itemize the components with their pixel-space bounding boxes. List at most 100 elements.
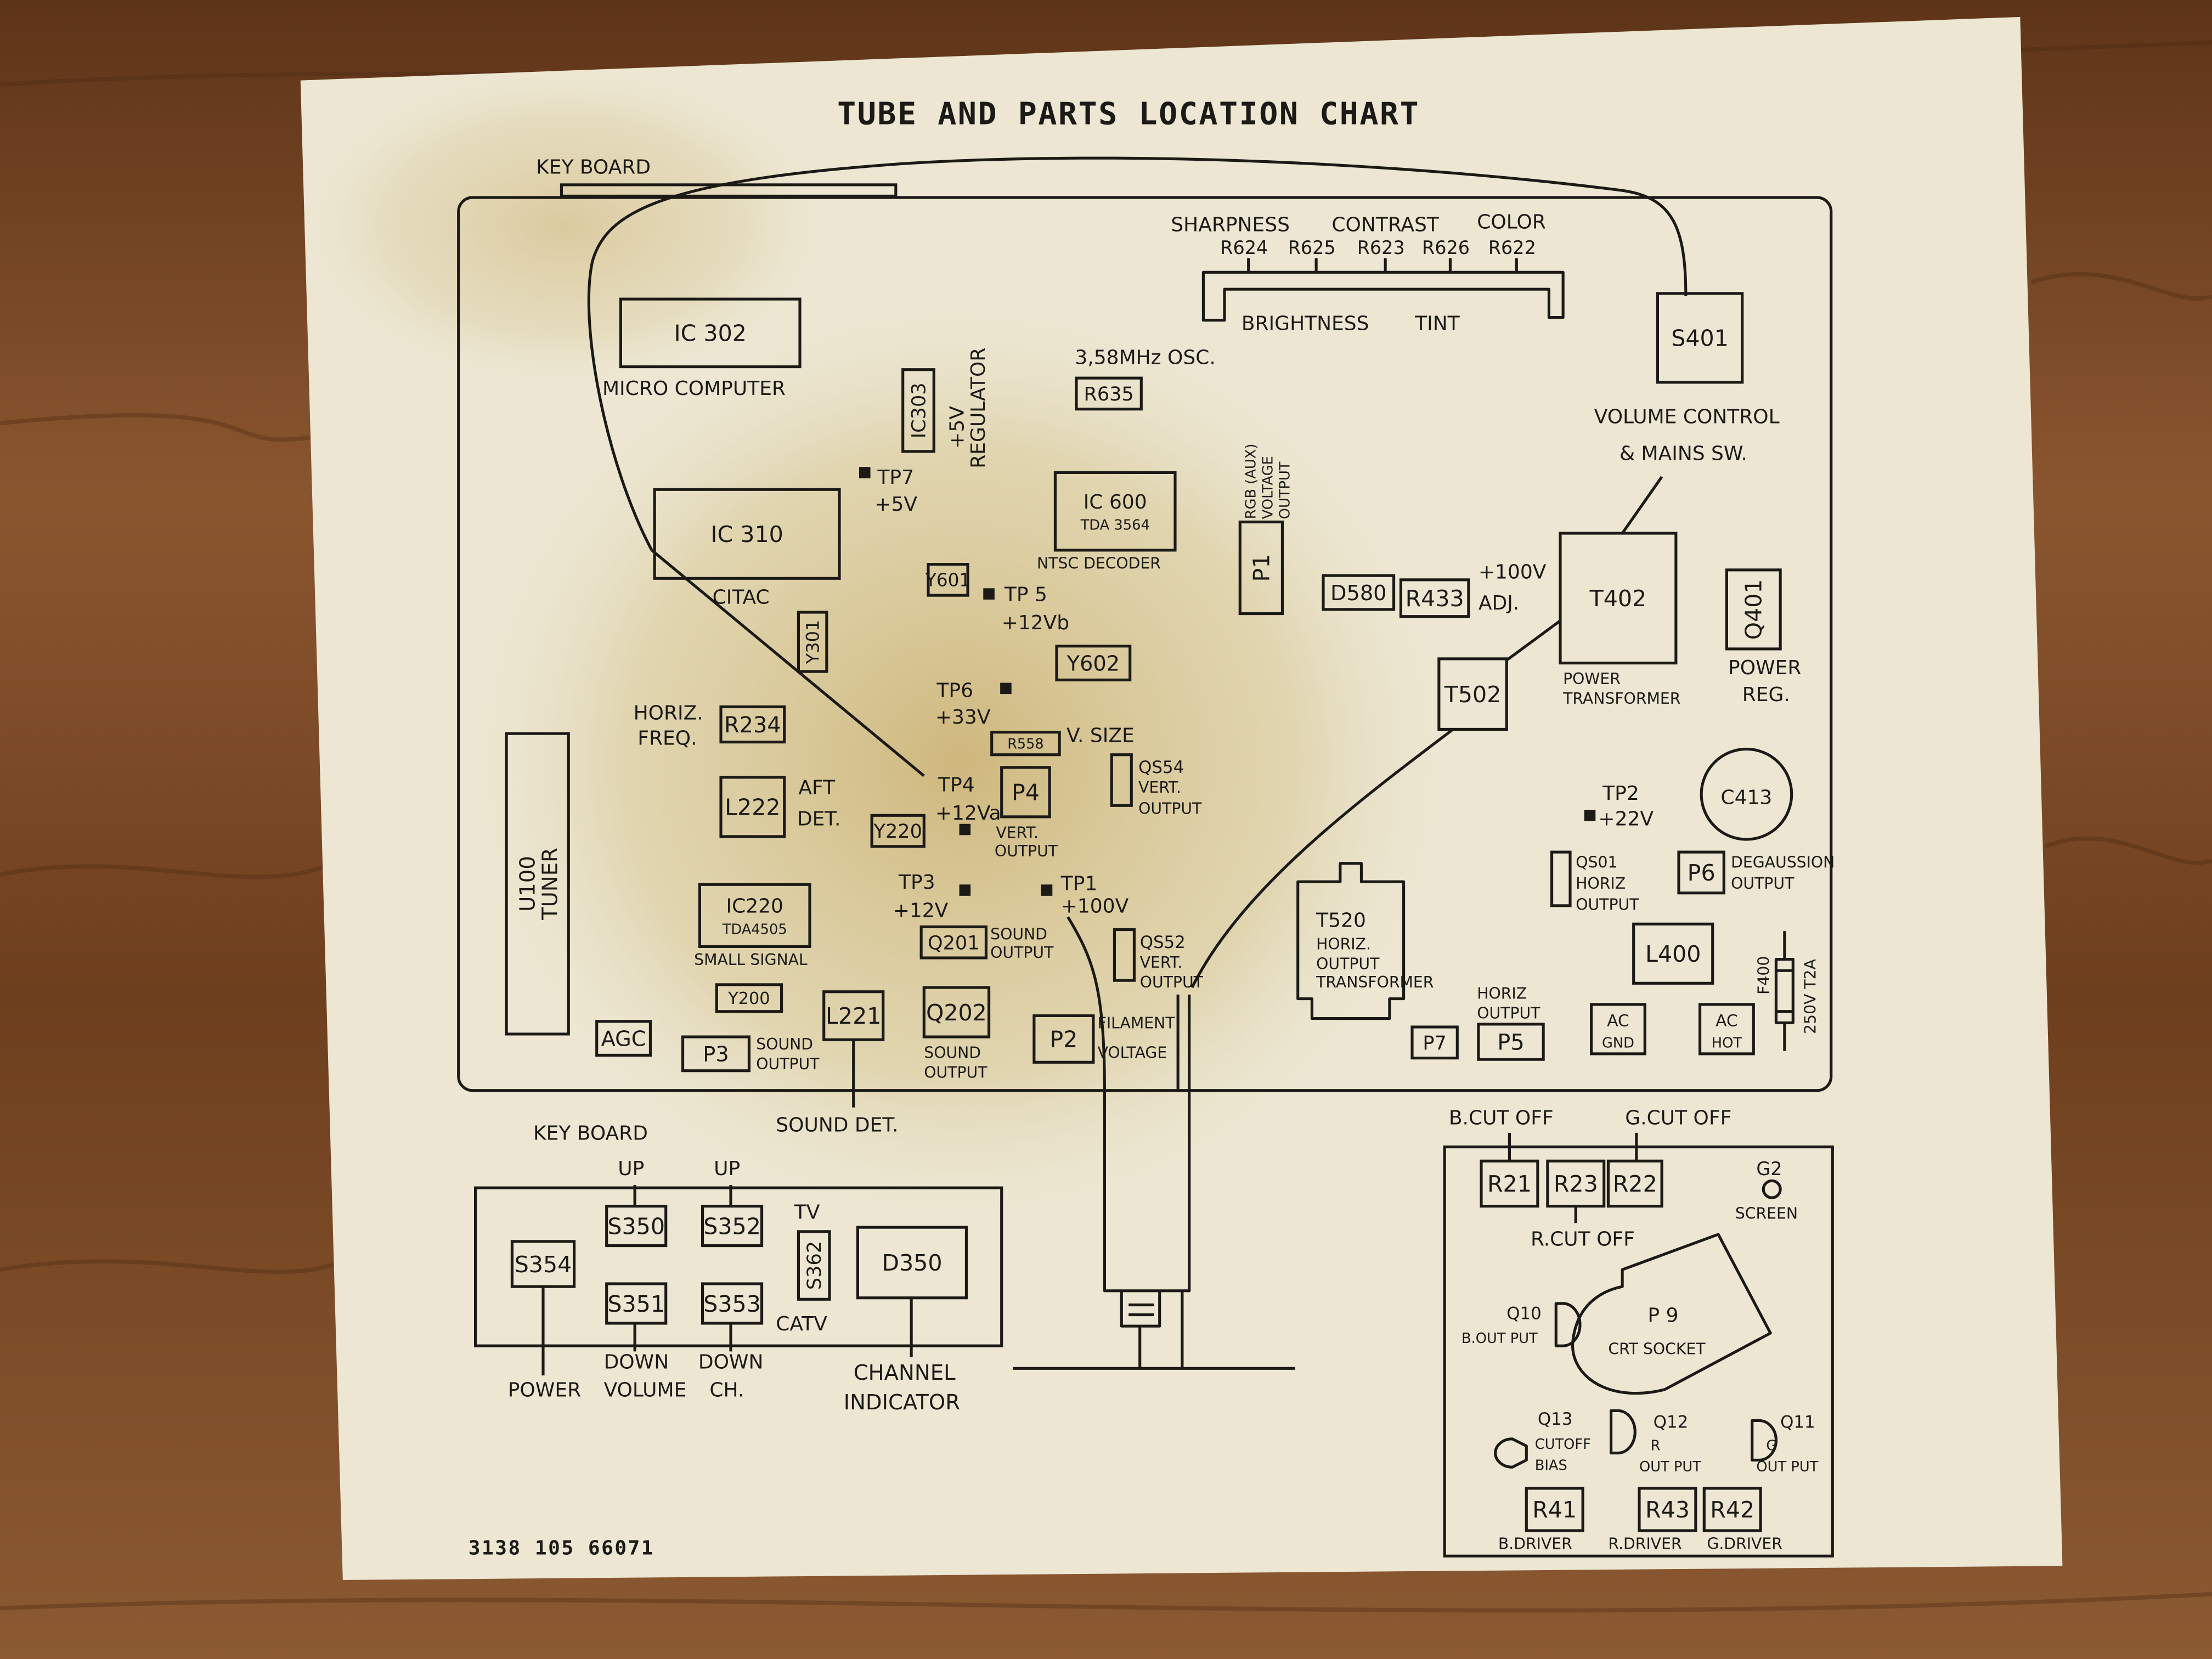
crt-neck bbox=[1013, 994, 1295, 1370]
ic220-component-box bbox=[698, 883, 811, 948]
p2-label: P2 bbox=[1049, 1026, 1077, 1053]
s401-desc-0-label: VOLUME CONTROL bbox=[1594, 405, 1780, 428]
f400-fuse bbox=[1774, 931, 1795, 1051]
y602-label: Y602 bbox=[1066, 651, 1120, 676]
s352-component-box bbox=[701, 1205, 764, 1248]
ic220-label: IC220 bbox=[726, 895, 783, 918]
t402-component-box bbox=[1559, 532, 1678, 665]
q11-desc-0-label: G bbox=[1766, 1437, 1777, 1454]
crt-neck-left bbox=[1066, 916, 1106, 1093]
s354-component-box bbox=[510, 1240, 576, 1288]
q10-desc-label: B.OUT PUT bbox=[1462, 1330, 1538, 1347]
qs01-component bbox=[1550, 850, 1572, 907]
s401-leader bbox=[1621, 476, 1663, 534]
crt-socket-label: CRT SOCKET bbox=[1608, 1340, 1706, 1358]
p2-component-box bbox=[1032, 1014, 1095, 1064]
down-ch-0-label: DOWN bbox=[698, 1351, 764, 1373]
y200-label: Y200 bbox=[727, 989, 770, 1008]
p4-component-box bbox=[1000, 766, 1051, 819]
ic303-component-box bbox=[901, 368, 935, 453]
q401-label: Q401 bbox=[1741, 579, 1767, 640]
adj-1-label: ADJ. bbox=[1479, 592, 1519, 614]
d580-component-box bbox=[1322, 574, 1396, 611]
small-signal-label: SMALL SIGNAL bbox=[694, 951, 808, 969]
p9-label: P 9 bbox=[1647, 1304, 1678, 1327]
qs01-desc-0-label: HORIZ bbox=[1576, 874, 1626, 893]
ac-hot-label: AC bbox=[1716, 1012, 1737, 1030]
t402-desc-1-label: TRANSFORMER bbox=[1562, 690, 1680, 708]
qs54-desc-0-label: VERT. bbox=[1138, 778, 1181, 797]
ic310-label: IC 310 bbox=[710, 521, 783, 548]
ic302-label: IC 302 bbox=[674, 320, 747, 347]
pots-0-label: R624 bbox=[1220, 237, 1268, 258]
pot-leads bbox=[1247, 258, 1518, 273]
y301-component-box bbox=[797, 611, 828, 673]
tp3-v-label: +12V bbox=[893, 899, 949, 922]
q201-component-box bbox=[919, 925, 988, 960]
p6-desc-1-label: OUTPUT bbox=[1731, 874, 1795, 893]
pots-2-label: R623 bbox=[1357, 237, 1405, 258]
tp7-v-label: +5V bbox=[874, 493, 917, 516]
tp7-test-point-marker bbox=[859, 467, 871, 478]
t502-label: T502 bbox=[1444, 681, 1502, 708]
p3-desc-1-label: OUTPUT bbox=[756, 1055, 820, 1073]
g2-screen-terminal bbox=[1762, 1179, 1782, 1199]
p5-label: P5 bbox=[1497, 1030, 1524, 1055]
q201-label: Q201 bbox=[928, 932, 980, 954]
ic600-label: IC 600 bbox=[1084, 491, 1147, 514]
catv-label: CATV bbox=[776, 1313, 827, 1335]
q202-label: Q202 bbox=[926, 1000, 987, 1026]
f400-rating-label: 250V T2A bbox=[1801, 958, 1819, 1034]
q401-desc-1-label: REG. bbox=[1742, 684, 1790, 706]
t502-component-box bbox=[1437, 657, 1508, 731]
osc-label: 3,58MHz OSC. bbox=[1075, 346, 1215, 369]
s401-component-box bbox=[1656, 292, 1744, 384]
q12-desc-0-label: R bbox=[1651, 1437, 1661, 1454]
tp2-label: TP2 bbox=[1602, 782, 1639, 805]
tp3-test-point-marker bbox=[959, 884, 971, 896]
tint-label: TINT bbox=[1414, 313, 1460, 335]
q12-transistor bbox=[1610, 1409, 1637, 1455]
tp2-test-point-marker bbox=[1584, 810, 1596, 821]
sound-det-label: SOUND DET. bbox=[776, 1114, 898, 1136]
key-board-top-label: KEY BOARD bbox=[536, 156, 651, 178]
q202-desc-0-label: SOUND bbox=[924, 1044, 981, 1062]
p1-desc-1-label: VOLTAGE bbox=[1260, 456, 1276, 519]
p3-label: P3 bbox=[703, 1042, 729, 1067]
s353-component-box bbox=[701, 1282, 764, 1325]
s362-label: S362 bbox=[803, 1241, 826, 1290]
p1-component-box bbox=[1238, 520, 1284, 616]
r433-label: R433 bbox=[1406, 585, 1464, 612]
tp4-test-point-marker bbox=[959, 823, 971, 836]
qs52-label: QS52 bbox=[1140, 933, 1186, 952]
r558-component-box bbox=[990, 731, 1061, 757]
doc-number-label: 3138 105 66071 bbox=[469, 1537, 654, 1560]
s401-desc-1-label: & MAINS SW. bbox=[1620, 442, 1747, 465]
p6-desc-0-label: DEGAUSSION bbox=[1731, 853, 1835, 871]
tp2-v-label: +22V bbox=[1598, 808, 1654, 830]
pots-4-label: R622 bbox=[1488, 237, 1536, 258]
p4-desc-1-label: OUTPUT bbox=[995, 842, 1058, 860]
p3-desc-0-label: SOUND bbox=[756, 1035, 813, 1053]
channel-indicator-0-label: CHANNEL bbox=[854, 1361, 956, 1385]
s351-component-box bbox=[605, 1282, 668, 1325]
y601-label: Y601 bbox=[925, 570, 970, 591]
p1-label: P1 bbox=[1248, 554, 1274, 582]
p4-label: P4 bbox=[1012, 780, 1040, 806]
t520-desc-2-label: TRANSFORMER bbox=[1316, 973, 1434, 991]
t520-desc-1-label: OUTPUT bbox=[1316, 955, 1380, 973]
q202-component-box bbox=[922, 986, 991, 1039]
qs54-desc-1-label: OUTPUT bbox=[1138, 800, 1202, 818]
q12-desc-1-label: OUT PUT bbox=[1639, 1459, 1701, 1475]
d350-label: D350 bbox=[882, 1250, 942, 1276]
q13-transistor bbox=[1494, 1437, 1528, 1469]
s350-label: S350 bbox=[607, 1213, 665, 1239]
up1-label: UP bbox=[618, 1158, 644, 1180]
adj-0-label: +100V bbox=[1479, 561, 1547, 583]
p5-component-box bbox=[1477, 1023, 1545, 1061]
tp5-v-label: +12Vb bbox=[1002, 612, 1069, 634]
s354-label: S354 bbox=[515, 1251, 572, 1278]
s351-label: S351 bbox=[607, 1291, 665, 1317]
p5-desc-1-label: OUTPUT bbox=[1477, 1005, 1541, 1023]
q401-desc-0-label: POWER bbox=[1728, 657, 1801, 679]
